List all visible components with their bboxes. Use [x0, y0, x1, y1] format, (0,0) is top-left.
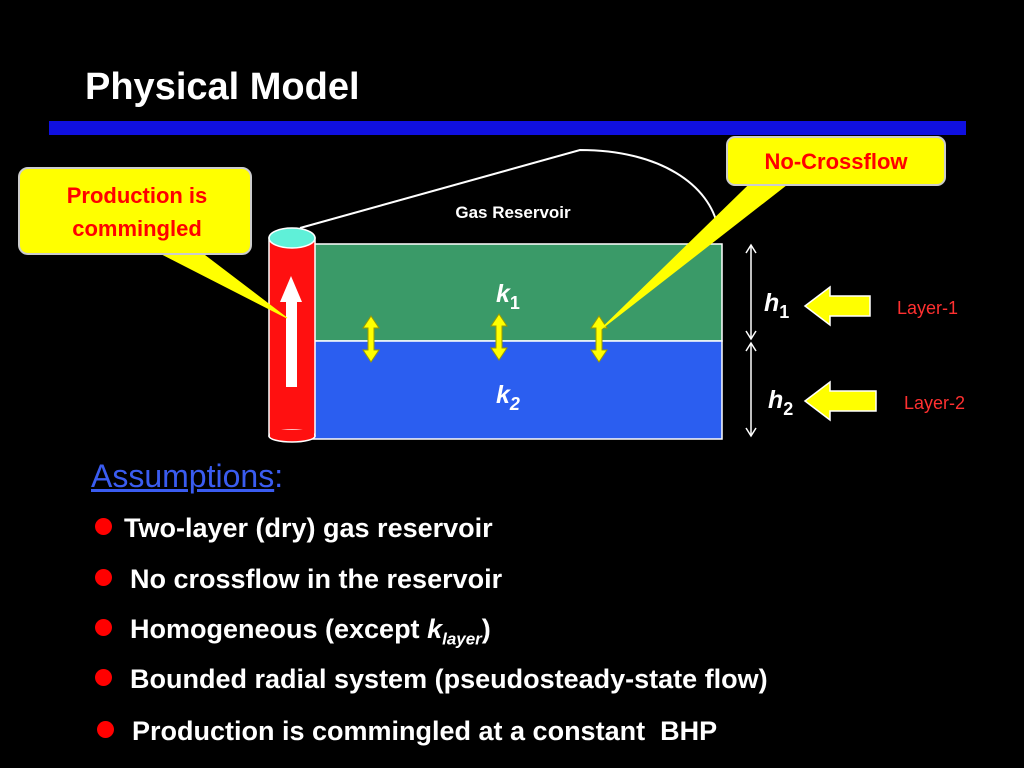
production-up-arrow: [280, 276, 302, 387]
bullet-dot: [95, 619, 112, 637]
assumption-item: Two-layer (dry) gas reservoir: [95, 513, 493, 544]
bullet-dot: [95, 569, 112, 587]
layer-2-block: [311, 340, 723, 440]
gas-reservoir-outline: [299, 148, 719, 229]
assumption-item: Bounded radial system (pseudosteady-stat…: [95, 664, 768, 695]
svg-text:Production is: Production is: [67, 183, 208, 208]
h1-dimension: [745, 243, 757, 341]
layer-1-pointer-arrow: [803, 285, 871, 327]
title-underline-bar: [49, 121, 966, 135]
layer-1-label: Layer-1: [897, 298, 958, 318]
bullet-dot: [95, 669, 112, 687]
layer-1-block: [311, 243, 723, 342]
bullet-dot: [95, 518, 112, 536]
layer-2-label: Layer-2: [904, 393, 965, 413]
layer-2-pointer-arrow: [803, 380, 877, 422]
assumption-item: Production is commingled at a constant B…: [97, 716, 717, 747]
svg-text:commingled: commingled: [72, 216, 202, 241]
k2-label: k2: [496, 381, 520, 414]
assumption-item: No crossflow in the reservoir: [95, 564, 502, 595]
crossflow-arrow-1: [362, 315, 380, 363]
wellbore: [268, 227, 316, 443]
callout-no-crossflow: No-Crossflow: [599, 136, 946, 331]
h1-label: h1: [764, 289, 789, 322]
h2-dimension: [745, 341, 757, 438]
gas-reservoir-label: Gas Reservoir: [455, 203, 571, 222]
slide-title: Physical Model: [85, 66, 360, 108]
k1-label: k1: [496, 280, 520, 313]
assumptions-heading: Assumptions:: [91, 458, 284, 494]
svg-text:No-Crossflow: No-Crossflow: [765, 149, 909, 174]
assumption-item-homogeneous: Homogeneous (except klayer): [95, 614, 491, 649]
crossflow-arrow-2: [490, 313, 508, 361]
h2-label: h2: [768, 386, 793, 419]
bullet-dot: [97, 721, 114, 739]
wellbore-cap: [268, 227, 316, 249]
callout-production-commingled: Production is commingled: [18, 167, 288, 319]
